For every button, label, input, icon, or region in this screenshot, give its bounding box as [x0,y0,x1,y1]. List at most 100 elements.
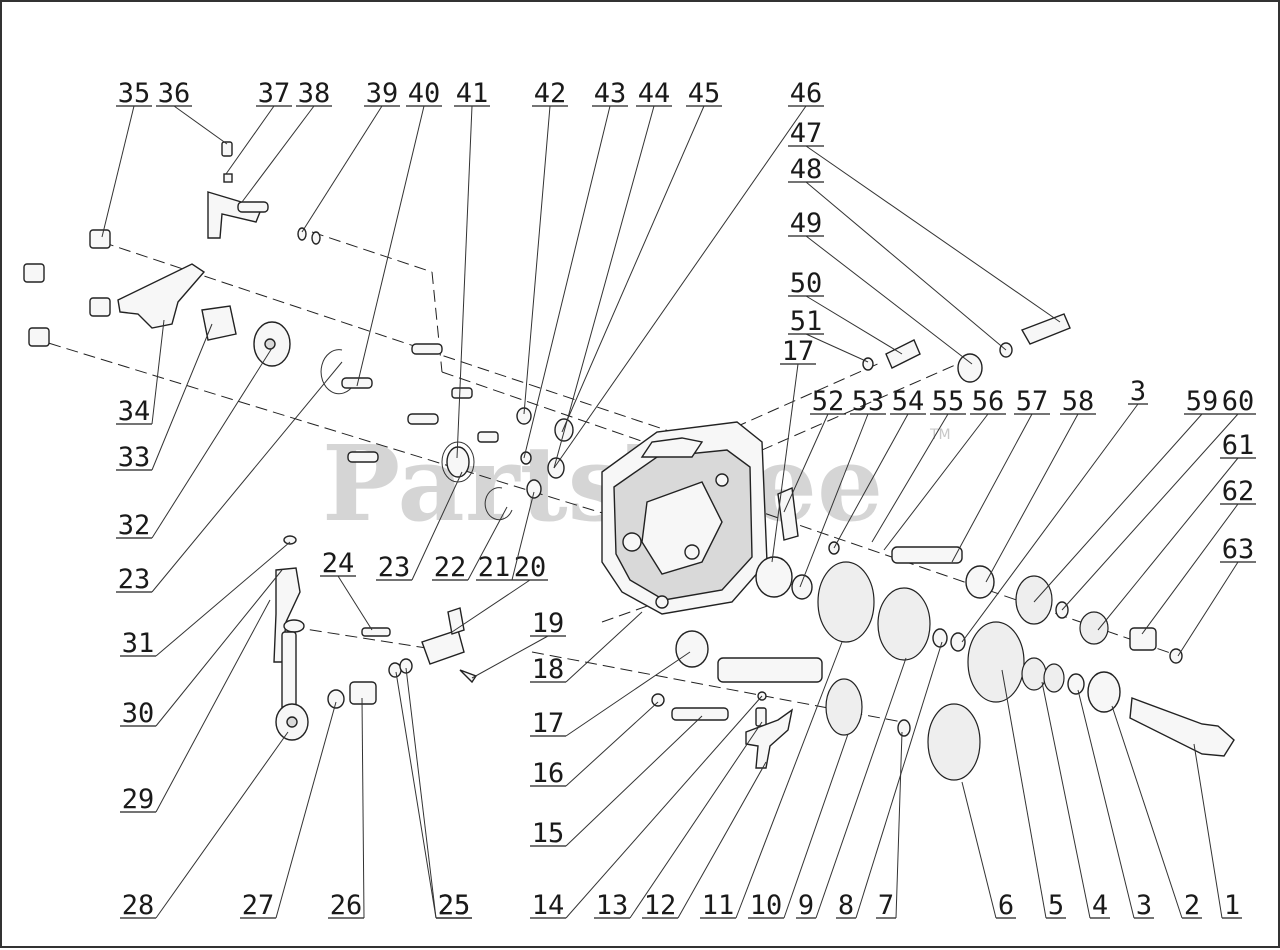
callout-leader-line [155,541,291,657]
callout-leader-line [155,731,289,919]
callout-leader-line [151,361,343,593]
callout-label: 42 [534,78,567,109]
callout-leader-line [337,575,373,631]
callout-label: 21 [478,552,511,583]
callout-label: 43 [594,78,627,109]
callout-label: 26 [330,890,363,921]
callout-leader-line [565,715,703,847]
callout-leader-line [1077,689,1135,919]
callout-label: 12 [644,890,677,921]
callout-leader-line [451,579,531,633]
callout-leader-line [405,667,437,919]
callout-leader-line [1033,413,1203,603]
callout-label: 28 [122,890,155,921]
callout-leader-line [553,105,807,469]
callout-leader-line [523,105,551,415]
callout-label: 51 [790,306,823,337]
callout-label: 58 [1062,386,1095,417]
callout-leader-line [951,413,1033,563]
callout-label: 62 [1222,476,1255,507]
callout-leader-line [629,721,763,919]
callout-label: 6 [998,890,1014,921]
callout-label: 53 [852,386,885,417]
shift-lever-assembly [273,535,478,741]
callout-label: 47 [790,118,823,149]
callout-label: 9 [798,890,814,921]
callout-leader-line [225,105,275,175]
callout-leader-line [553,105,655,469]
callout-label: 11 [702,890,735,921]
transmission-housing [601,421,768,615]
callout-label: 25 [438,890,471,921]
callout-leader-line [677,761,767,919]
callout-label: 31 [122,628,155,659]
callout-leader-line [1193,743,1223,919]
callout-label: 3 [1136,890,1152,921]
callout-label: 15 [532,818,565,849]
callout-leader-line [895,731,903,919]
callout-label: 23 [378,552,411,583]
callout-label: 32 [118,510,151,541]
callout-leader-line [783,733,849,919]
callout-leader-line [151,347,273,539]
callout-label: 35 [118,78,151,109]
callout-leader-line [173,105,228,145]
callout-label: 56 [972,386,1005,417]
callout-label: 59 [1186,386,1219,417]
callout-leader-line [805,181,1007,351]
callout-labels: 1233456789101112131415161717181920212223… [101,78,1256,921]
callout-label: 57 [1016,386,1049,417]
callout-label: 44 [638,78,671,109]
callout-label: 16 [532,758,565,789]
watermark-trademark: TM [929,427,951,443]
callout-leader-line [1061,413,1239,611]
callout-leader-line [155,599,271,813]
callout-label: 33 [118,442,151,473]
callout-leader-line [155,569,283,727]
callout-label: 46 [790,78,823,109]
center-components [441,387,574,521]
callout-leader-line [735,641,843,919]
callout-leader-line [275,701,337,919]
callout-leader-line [456,105,473,459]
callout-label: 14 [532,890,565,921]
callout-leader-line [471,635,549,679]
callout-leader-line [301,105,383,233]
callout-leader-line [815,657,907,919]
callout-label: 61 [1222,430,1255,461]
callout-leader-line [565,651,691,737]
callout-label: 20 [514,552,547,583]
callout-leader-line [467,506,508,581]
callout-leader-line [961,781,997,919]
callout-leader-line [395,671,437,919]
callout-label: 17 [782,336,815,367]
callout-leader-line [151,319,165,425]
callout-label: 24 [322,548,355,579]
callout-leader-line [1111,705,1183,919]
callout-label: 60 [1222,386,1255,417]
callout-leader-line [961,403,1139,643]
callout-label: 17 [532,708,565,739]
callout-label: 34 [118,396,151,427]
callout-leader-line [783,413,829,513]
callout-leader-line [883,413,989,551]
callout-leader-line [565,701,659,787]
callout-label: 38 [298,78,331,109]
callout-label: 3 [1130,376,1146,407]
callout-label: 30 [122,698,155,729]
callout-leader-line [511,491,535,581]
callout-label: 41 [456,78,489,109]
callout-leader-line [805,235,973,365]
callout-leader-line [361,697,365,919]
callout-label: 25 [438,890,471,921]
callout-leader-line [101,105,135,238]
callout-label: 36 [158,78,191,109]
callout-leader-line [799,413,869,588]
callout-label: 40 [408,78,441,109]
callout-leader-line [565,695,763,919]
callout-leader-line [805,333,869,363]
callout-leader-line [411,471,463,581]
callout-label: 48 [790,154,823,185]
